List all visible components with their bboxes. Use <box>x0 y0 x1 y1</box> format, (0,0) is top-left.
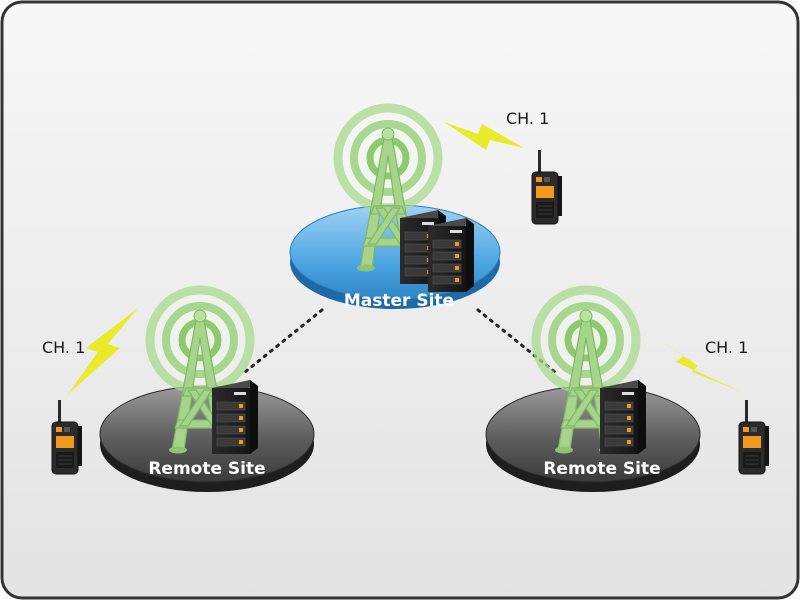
server-icon <box>599 379 647 455</box>
lightning-icon <box>444 122 524 150</box>
link-master-to-remote-left <box>243 308 324 374</box>
server-icon <box>211 379 259 455</box>
master-site: Master Site <box>289 103 501 311</box>
lightning-icon <box>68 308 138 394</box>
server-icon <box>427 217 475 293</box>
site-label-master: Master Site <box>344 291 454 311</box>
remote-site-right: Remote Site <box>485 285 701 492</box>
channel-label-right: CH. 1 <box>705 338 748 357</box>
channel-label-left: CH. 1 <box>42 338 85 357</box>
site-label-remote-right: Remote Site <box>543 459 660 479</box>
remote-site-left: Remote Site <box>99 285 315 492</box>
channel-label-top-right: CH. 1 <box>506 109 549 128</box>
site-label-remote-left: Remote Site <box>148 459 265 479</box>
